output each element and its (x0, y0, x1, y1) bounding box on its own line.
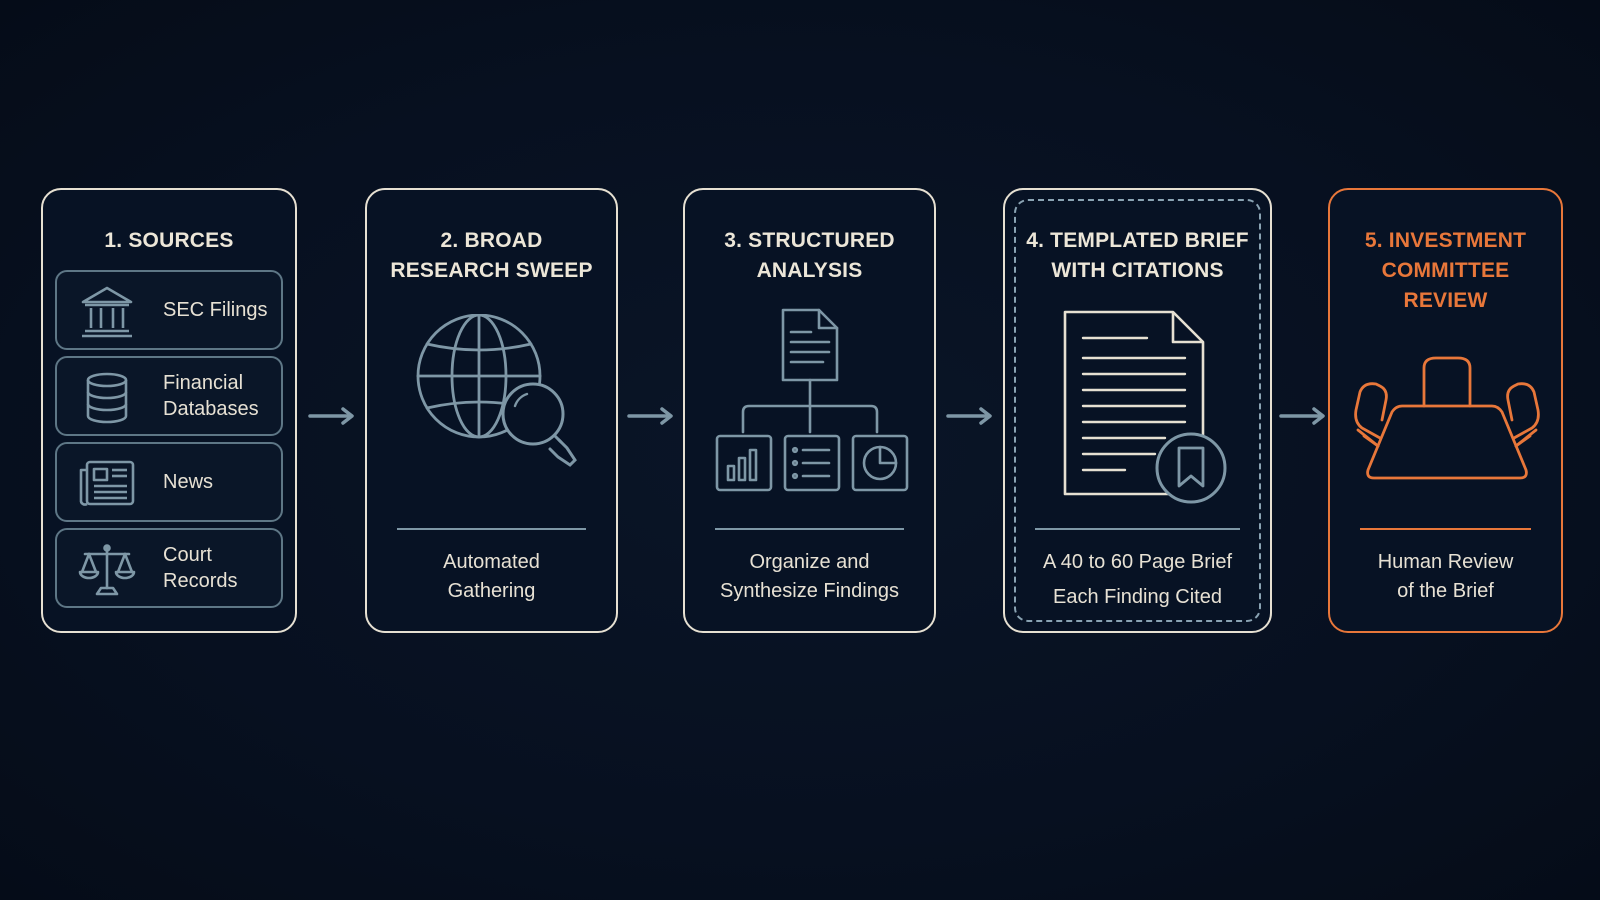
newspaper-icon (79, 460, 135, 506)
bank-icon (81, 286, 133, 338)
step-caption: Automated Gathering (443, 551, 540, 602)
step-title: 1. SOURCES (104, 229, 234, 252)
step-templated-brief-card: 4. TEMPLATED BRIEF WITH CITATIONS A 40 t (1003, 188, 1272, 633)
step-title: 2. BROAD RESEARCH SWEEP (390, 229, 593, 282)
step-research-sweep-card: 2. BROAD RESEARCH SWEEP Automated Gather… (365, 188, 618, 633)
source-item-financial-databases: Financial Databases (55, 356, 283, 436)
divider (715, 528, 904, 530)
flow-arrow (946, 407, 992, 425)
divider (397, 528, 586, 530)
step-structured-analysis-card: 3. STRUCTURED ANALYSIS (683, 188, 936, 633)
step-title: 4. TEMPLATED BRIEF WITH CITATIONS (1026, 229, 1249, 282)
flow-arrow (627, 407, 673, 425)
divider (1035, 528, 1240, 530)
scales-icon (78, 544, 136, 596)
source-item-sec-filings: SEC Filings (55, 270, 283, 350)
step-caption: Organize and Synthesize Findings (720, 551, 899, 602)
source-label: Court Records (163, 544, 238, 592)
source-label: Financial Databases (163, 372, 259, 420)
divider (1360, 528, 1531, 530)
source-label: News (163, 471, 214, 493)
flow-arrow (308, 407, 354, 425)
step-caption: Human Review of the Brief (1377, 551, 1514, 602)
flow-arrow (1279, 407, 1325, 425)
document-hierarchy-icon (715, 308, 909, 492)
source-label: SEC Filings (163, 299, 268, 321)
step-sources-card: 1. SOURCES SEC Filings (41, 188, 297, 633)
source-item-court-records: Court Records (55, 528, 283, 608)
conference-table-icon (1354, 356, 1540, 480)
database-icon (86, 372, 128, 424)
globe-search-icon (416, 314, 577, 467)
step-title: 3. STRUCTURED ANALYSIS (724, 229, 895, 282)
step-committee-review-card: 5. INVESTMENT COMMITTEE REVIEW Human Rev… (1328, 188, 1563, 633)
source-item-news: News (55, 442, 283, 522)
step-title: 5. INVESTMENT COMMITTEE REVIEW (1364, 229, 1527, 312)
document-bookmark-icon (1063, 310, 1227, 504)
step-caption: A 40 to 60 Page Brief Each Finding Cited (1042, 551, 1233, 608)
